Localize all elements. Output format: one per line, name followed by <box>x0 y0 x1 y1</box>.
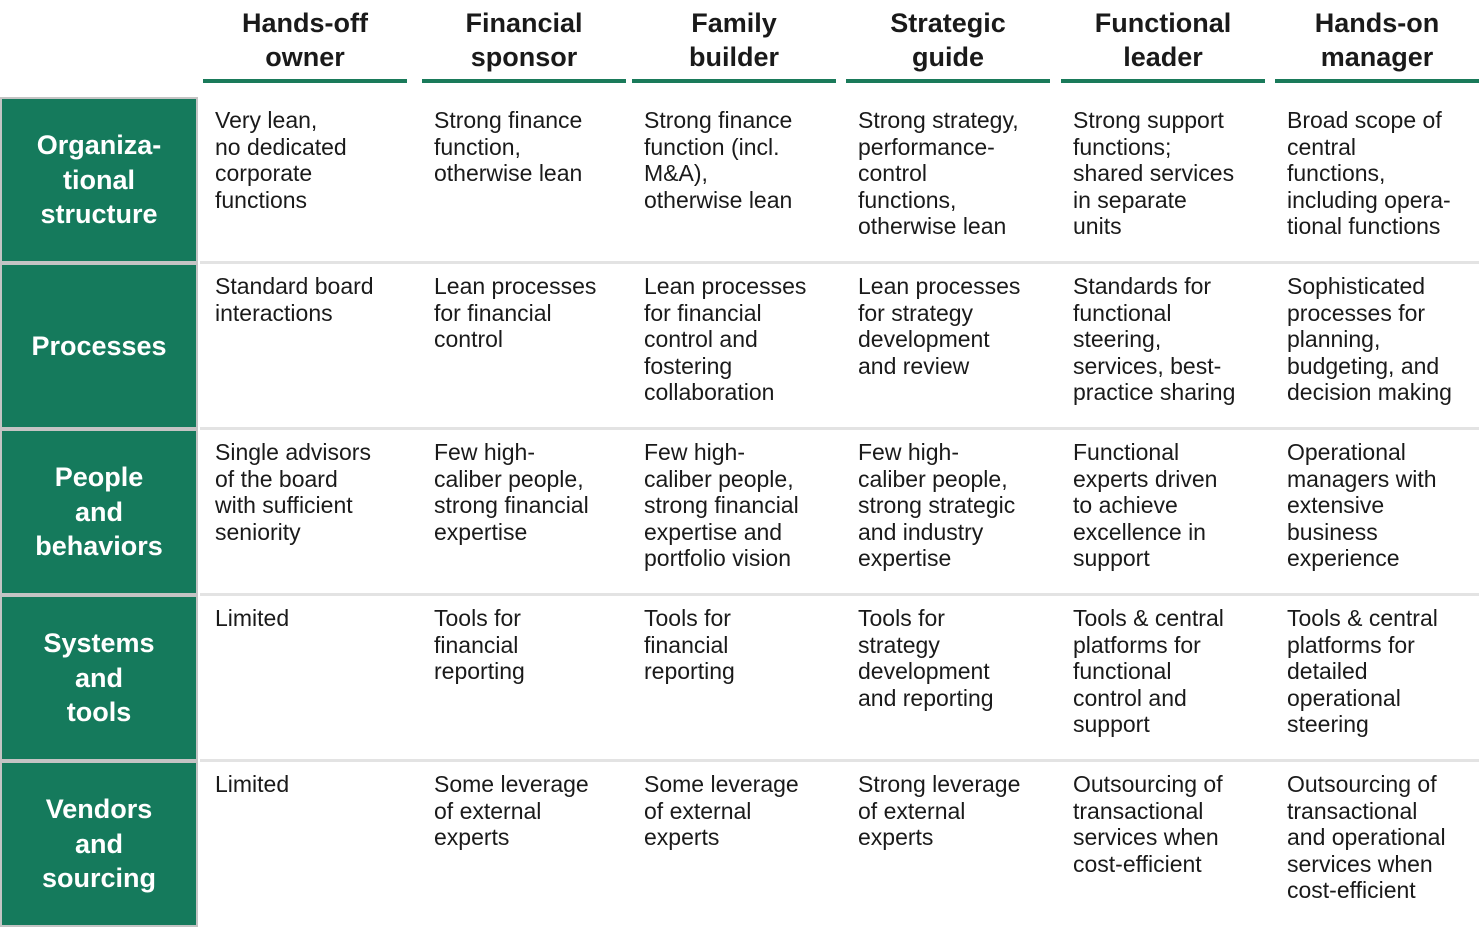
row-label: Processes <box>0 263 198 429</box>
row-divider <box>200 427 1479 430</box>
table-cell: Sophisticated processes for planning, bu… <box>1287 273 1452 406</box>
row-label: People and behaviors <box>0 429 198 595</box>
column-header: Functional leader <box>1094 8 1232 72</box>
column-header: Family builder <box>688 8 779 72</box>
table-cell: Very lean, no dedicated corporate functi… <box>215 107 347 213</box>
table-cell: Lean processes for financial control and… <box>644 273 807 406</box>
table-cell: Tools & central platforms for functional… <box>1073 605 1224 738</box>
row-label: Organiza- tional structure <box>0 97 198 263</box>
row-label: Systems and tools <box>0 595 198 761</box>
table-cell: Outsourcing of transactional services wh… <box>1073 771 1223 877</box>
table-cell: Operational managers with extensive busi… <box>1287 439 1437 572</box>
table-cell: Single advisors of the board with suffic… <box>215 439 371 545</box>
table-cell: Lean processes for financial control <box>434 273 597 353</box>
row-label: Vendors and sourcing <box>0 761 198 927</box>
table-cell: Standards for functional steering, servi… <box>1073 273 1236 406</box>
table-cell: Some leverage of external experts <box>644 771 799 851</box>
table-cell: Tools for financial reporting <box>434 605 525 685</box>
column-header: Strategic guide <box>890 8 1006 72</box>
table-cell: Few high- caliber people, strong financi… <box>644 439 799 572</box>
column-header: Hands-on manager <box>1314 8 1440 72</box>
column-header-underline <box>422 79 626 83</box>
table-cell: Functional experts driven to achieve exc… <box>1073 439 1218 572</box>
table-cell: Lean processes for strategy development … <box>858 273 1021 379</box>
table-cell: Strong strategy, performance- control fu… <box>858 107 1019 240</box>
table-cell: Limited <box>215 771 290 797</box>
row-divider <box>200 593 1479 596</box>
table-cell: Tools & central platforms for detailed o… <box>1287 605 1438 738</box>
table-cell: Strong finance function (incl. M&A), oth… <box>644 107 793 213</box>
row-divider <box>200 759 1479 762</box>
column-header-underline <box>632 79 836 83</box>
table-cell: Few high- caliber people, strong strateg… <box>858 439 1016 572</box>
table-cell: Some leverage of external experts <box>434 771 589 851</box>
table-cell: Standard board interactions <box>215 273 374 326</box>
column-header: Hands-off owner <box>242 8 368 72</box>
table-cell: Tools for strategy development and repor… <box>858 605 994 711</box>
column-header-underline <box>1275 79 1479 83</box>
table-cell: Tools for financial reporting <box>644 605 735 685</box>
table-cell: Limited <box>215 605 290 631</box>
row-divider <box>200 261 1479 264</box>
column-header-underline <box>1061 79 1265 83</box>
column-header: Financial sponsor <box>465 8 583 72</box>
table-cell: Broad scope of central functions, includ… <box>1287 107 1451 240</box>
table-cell: Strong finance function, otherwise lean <box>434 107 583 187</box>
column-header-underline <box>203 79 407 83</box>
table-cell: Strong leverage of external experts <box>858 771 1021 851</box>
table-cell: Strong support functions; shared service… <box>1073 107 1235 240</box>
table-cell: Few high- caliber people, strong financi… <box>434 439 589 545</box>
column-header-underline <box>846 79 1050 83</box>
table-cell: Outsourcing of transactional and operati… <box>1287 771 1446 904</box>
